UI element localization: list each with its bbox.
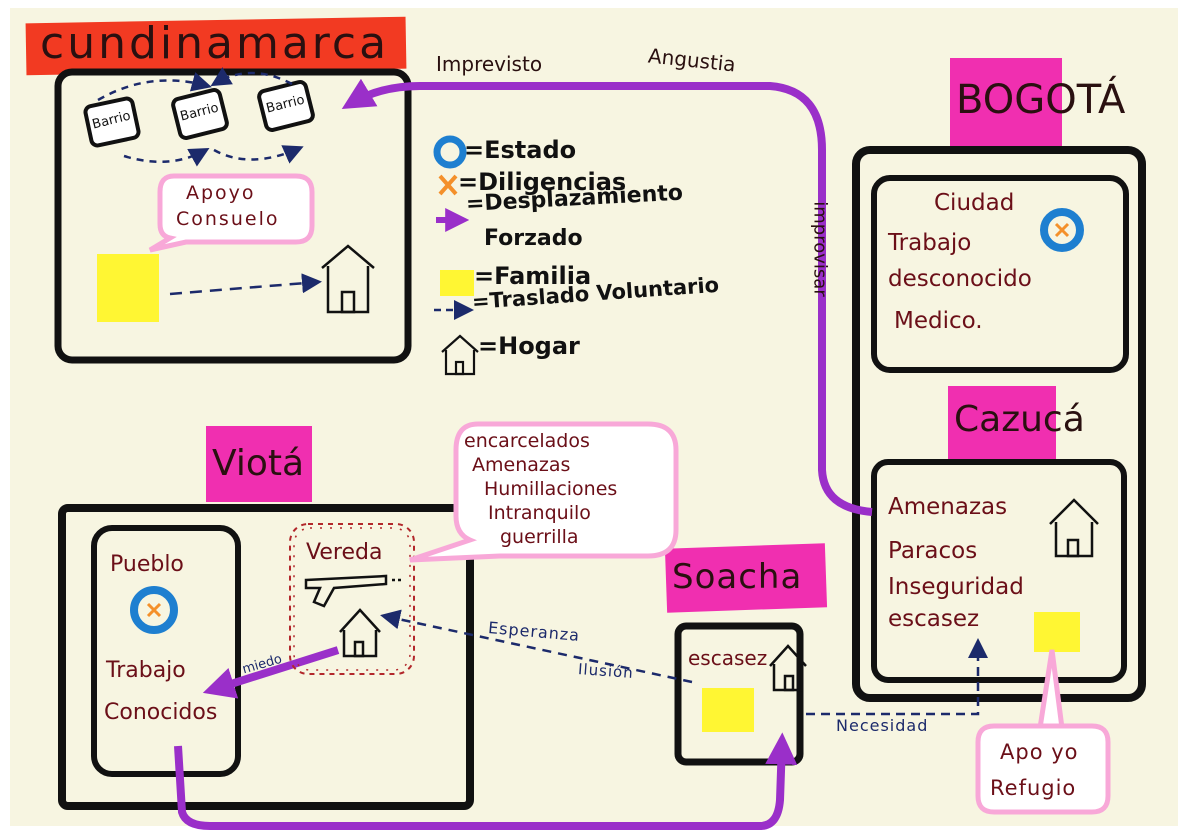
guerrilla-label: guerrilla [500, 526, 579, 548]
vereda-bubble [409, 421, 679, 563]
rifle-icon [304, 574, 404, 608]
estado-legend-icon [433, 135, 467, 169]
traslado-voluntario-arrow [210, 67, 293, 87]
bogota-title: BOGOTÁ [956, 77, 1126, 123]
estado-icon [130, 586, 178, 634]
apoyo-label: Apoyo [186, 182, 256, 204]
soacha-title: Soacha [672, 557, 803, 597]
house-icon [339, 608, 381, 658]
improvisar-label: improvisar [809, 201, 831, 297]
familia-legend-square [440, 270, 474, 296]
medico-label: Medico. [894, 308, 983, 334]
house-icon [1049, 498, 1099, 558]
barrio-tag [171, 88, 229, 140]
legend-forzado: Forzado [484, 226, 583, 251]
apoyo-refugio-bubble [975, 649, 1111, 815]
apoyo-consuelo-bubble [148, 173, 315, 253]
desconocido-label: desconocido [888, 266, 1032, 292]
desplazamiento-forzado-arrow [174, 732, 798, 830]
bogota-title-highlight [950, 58, 1062, 146]
estado-icon [1040, 208, 1084, 252]
familia-square [97, 254, 159, 322]
conocidos-label: Conocidos [104, 700, 218, 725]
house-legend-icon [441, 334, 479, 376]
traslado-voluntario-arrow [123, 148, 210, 167]
traslado-voluntario-arrow [806, 638, 988, 716]
vereda-label: Vereda [306, 540, 383, 565]
familia-square [1034, 612, 1080, 652]
pueblo-box [91, 525, 241, 777]
paracos-label: Paracos [888, 538, 978, 564]
pueblo-label: Pueblo [110, 552, 184, 577]
cazuca-box [871, 459, 1127, 683]
legend-diligencias: =Diligencias [458, 168, 627, 196]
trabajo-label: Trabajo [888, 230, 972, 256]
viota-title: Viotá [212, 443, 305, 484]
barrio-tag [257, 80, 315, 132]
legend-estado: =Estado [464, 136, 577, 164]
ciudad-label: Ciudad [934, 190, 1015, 216]
encarcelados-label: encarcelados [464, 430, 590, 452]
cazuca-title-highlight [948, 386, 1056, 460]
house-icon [321, 244, 375, 314]
amenazas-label: Amenazas [472, 454, 571, 476]
apoyo-label: Apo yo [1000, 740, 1079, 764]
cundinamarca-box [54, 68, 412, 364]
barrio-tag [83, 96, 141, 148]
cundinamarca-title: cundinamarca [40, 18, 390, 69]
ilusion-label: Ilusión [577, 660, 635, 682]
traslado-voluntario-arrow [380, 609, 693, 684]
intranquilo-label: Intranquilo [488, 502, 591, 524]
trabajo-label: Trabajo [106, 658, 186, 683]
imprevisto-label: Imprevisto [436, 52, 543, 76]
soacha-box [674, 622, 804, 766]
diligencias-legend-icon [438, 174, 458, 196]
house-icon [769, 644, 807, 692]
consuelo-label: Consuelo [176, 208, 280, 230]
necesidad-label: Necesidad [836, 716, 929, 735]
vereda-fence [289, 523, 415, 675]
familia-square [702, 688, 754, 732]
amenazas-label: Amenazas [888, 494, 1008, 520]
ciudad-box [871, 175, 1129, 373]
traslado-voluntario-arrow [213, 145, 304, 164]
legend-familia: =Familia [474, 262, 592, 290]
legend-hogar: =Hogar [478, 332, 580, 360]
escasez-label: escasez [888, 606, 980, 632]
inseguridad-label: Inseguridad [888, 574, 1024, 600]
bogota-outer-box [852, 146, 1146, 702]
traslado-voluntario-arrow [169, 273, 322, 296]
traslado-voluntario-arrow [97, 72, 212, 102]
viota-box [58, 504, 474, 810]
humillaciones-label: Humillaciones [484, 478, 618, 500]
refugio-label: Refugio [990, 776, 1077, 800]
escasez-label: escasez [688, 646, 768, 670]
viota-title-highlight [206, 426, 312, 502]
vereda-fence [293, 527, 411, 671]
desplazamiento-forzado-arrow [202, 646, 340, 699]
cazuca-title: Cazucá [954, 399, 1085, 440]
desplazamiento-forzado-arrow [341, 78, 873, 516]
